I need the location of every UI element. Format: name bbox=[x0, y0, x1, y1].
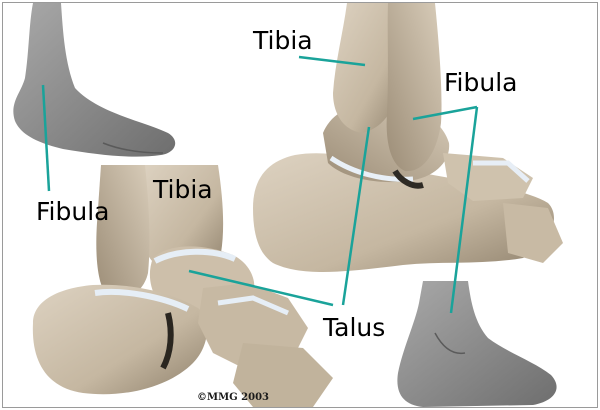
label-fibula-left: Fibula bbox=[36, 199, 110, 224]
label-talus: Talus bbox=[323, 315, 385, 340]
label-fibula-top: Fibula bbox=[444, 70, 518, 95]
copyright-text: ©MMG 2003 bbox=[197, 392, 269, 403]
foot-skin-bottom-right bbox=[397, 281, 556, 407]
label-tibia-top: Tibia bbox=[253, 28, 313, 53]
label-tibia-left: Tibia bbox=[153, 177, 213, 202]
foot-skin-top-left bbox=[13, 3, 175, 157]
